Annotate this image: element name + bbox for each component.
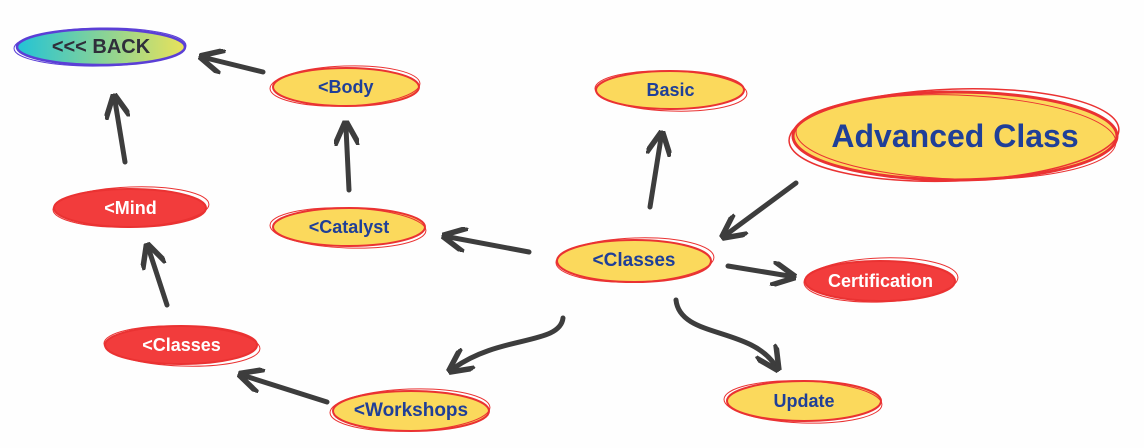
back-label: <<< BACK <box>51 35 151 58</box>
arrow-catalyst-to-body <box>346 128 349 193</box>
node-body-label: <Body <box>318 76 374 97</box>
node-certification-shape <box>803 257 959 303</box>
node-classes-center-shape <box>555 237 715 283</box>
node-classes-left-shape <box>103 325 261 367</box>
node-basic-label: Basic <box>646 80 695 100</box>
node-catalyst[interactable]: <Catalyst <box>269 206 427 249</box>
node-classes-left-label: <Classes <box>142 335 221 355</box>
node-classes-center[interactable]: <Classes <box>555 237 715 284</box>
node-update-shape <box>723 380 883 424</box>
node-update[interactable]: Update <box>723 378 883 424</box>
back-button-shape <box>13 27 187 67</box>
arrow-advanced-to-classes-center <box>727 180 799 234</box>
node-certification[interactable]: Certification <box>803 257 959 304</box>
node-catalyst-label: <Catalyst <box>308 216 390 237</box>
node-classes-left[interactable]: <Classes <box>103 324 261 367</box>
node-mind[interactable]: <Mind <box>52 186 210 229</box>
node-advanced-class-shape <box>788 87 1120 183</box>
node-mind-label: <Mind <box>104 197 157 218</box>
node-catalyst-shape <box>269 207 427 249</box>
arrow-classes-center-to-catalyst <box>449 237 532 255</box>
node-advanced-class-label: Advanced Class <box>831 117 1079 154</box>
node-basic[interactable]: Basic <box>594 69 748 112</box>
node-workshops-label: <Workshops <box>353 400 469 421</box>
node-update-label: Update <box>773 390 835 411</box>
arrow-classes-center-to-certification <box>725 266 789 276</box>
back-button[interactable]: <<< BACK <box>13 27 188 67</box>
arrow-classes-left-to-mind <box>149 250 170 308</box>
node-workshops-shape <box>329 388 491 432</box>
arrow-classes-center-to-workshops <box>454 315 566 368</box>
node-basic-shape <box>594 70 748 112</box>
arrow-classes-center-to-basic <box>650 138 661 210</box>
node-body[interactable]: <Body <box>269 65 421 108</box>
arrow-body-to-back <box>206 58 266 75</box>
node-body-shape <box>269 65 421 107</box>
node-classes-center-label: <Classes <box>592 250 676 271</box>
arrow-workshops-to-classes-left <box>245 376 330 405</box>
node-workshops[interactable]: <Workshops <box>329 388 491 433</box>
node-certification-label: Certification <box>827 270 933 291</box>
node-advanced-class[interactable]: Advanced Class <box>788 87 1122 184</box>
arrow-classes-center-to-update <box>673 297 775 365</box>
node-mind-shape <box>52 186 210 228</box>
arrow-mind-to-back <box>115 101 125 165</box>
